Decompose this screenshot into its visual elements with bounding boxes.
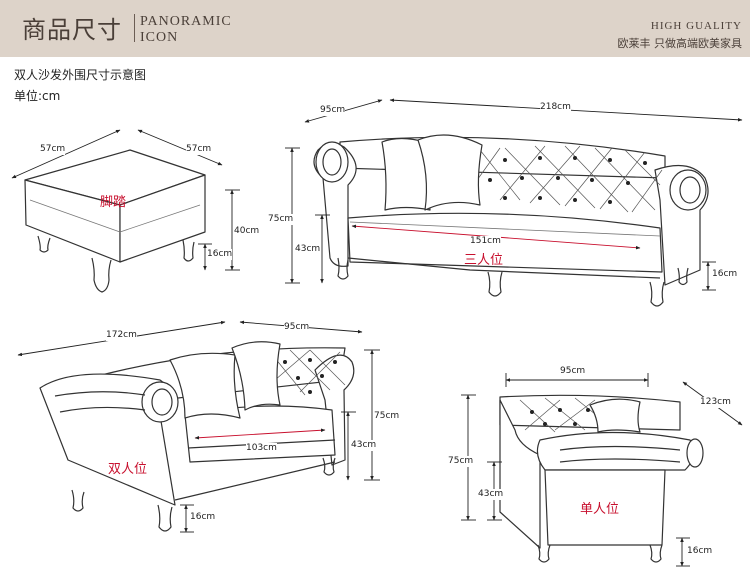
single-seater-height-label: 75cm <box>448 456 474 467</box>
ottoman-width-a-label: 57cm <box>40 144 66 155</box>
ottoman-leg-label: 16cm <box>207 249 233 260</box>
three-seater-height-label: 75cm <box>268 214 294 225</box>
two-seater-seat-width-label: 103cm <box>246 443 277 454</box>
two-seater-name: 双人位 <box>108 462 148 477</box>
unit-label: 单位:cm <box>14 89 61 103</box>
single-seater-name: 单人位 <box>580 502 620 517</box>
ottoman-width-b-label: 57cm <box>186 144 212 155</box>
two-seater-leg-label: 16cm <box>190 512 216 523</box>
header-title-en-2: ICON <box>140 30 179 45</box>
single-seater-width-label: 123cm <box>700 397 731 408</box>
two-seater-seat-height-label: 43cm <box>351 440 377 451</box>
three-seater-seat-height-label: 43cm <box>295 244 321 255</box>
three-seater-seat-width-label: 151cm <box>470 236 501 247</box>
header-title-cn: 商品尺寸 <box>22 16 122 44</box>
quality-cn: 欧莱丰 只做高端欧美家具 <box>617 37 743 50</box>
three-seater-name: 三人位 <box>464 253 504 268</box>
diagram-title: 双人沙发外围尺寸示意图 <box>14 68 147 82</box>
header-title-en-1: PANORAMIC <box>140 14 232 29</box>
three-seater-depth-label: 95cm <box>320 105 346 116</box>
single-seater-leg-label: 16cm <box>687 546 713 557</box>
three-seater-width-label: 218cm <box>540 102 571 113</box>
two-seater-width-label: 172cm <box>106 330 137 341</box>
two-seater-height-label: 75cm <box>374 411 400 422</box>
single-seater-seat-height-label: 43cm <box>478 489 504 500</box>
ottoman-height-label: 40cm <box>234 226 260 237</box>
three-seater-drawing <box>313 134 709 307</box>
header-divider <box>134 14 135 42</box>
single-seater-depth-label: 95cm <box>560 366 586 377</box>
single-seater-drawing <box>499 394 704 563</box>
two-seater-drawing <box>39 341 355 532</box>
ottoman-name: 脚踏 <box>100 195 127 210</box>
quality-en: HIGH GUALITY <box>650 20 742 32</box>
two-seater-depth-label: 95cm <box>284 322 310 333</box>
ottoman-drawing <box>24 149 206 293</box>
three-seater-leg-label: 16cm <box>712 269 738 280</box>
header-banner: 商品尺寸 PANORAMIC ICON HIGH GUALITY 欧莱丰 只做高… <box>0 0 750 57</box>
